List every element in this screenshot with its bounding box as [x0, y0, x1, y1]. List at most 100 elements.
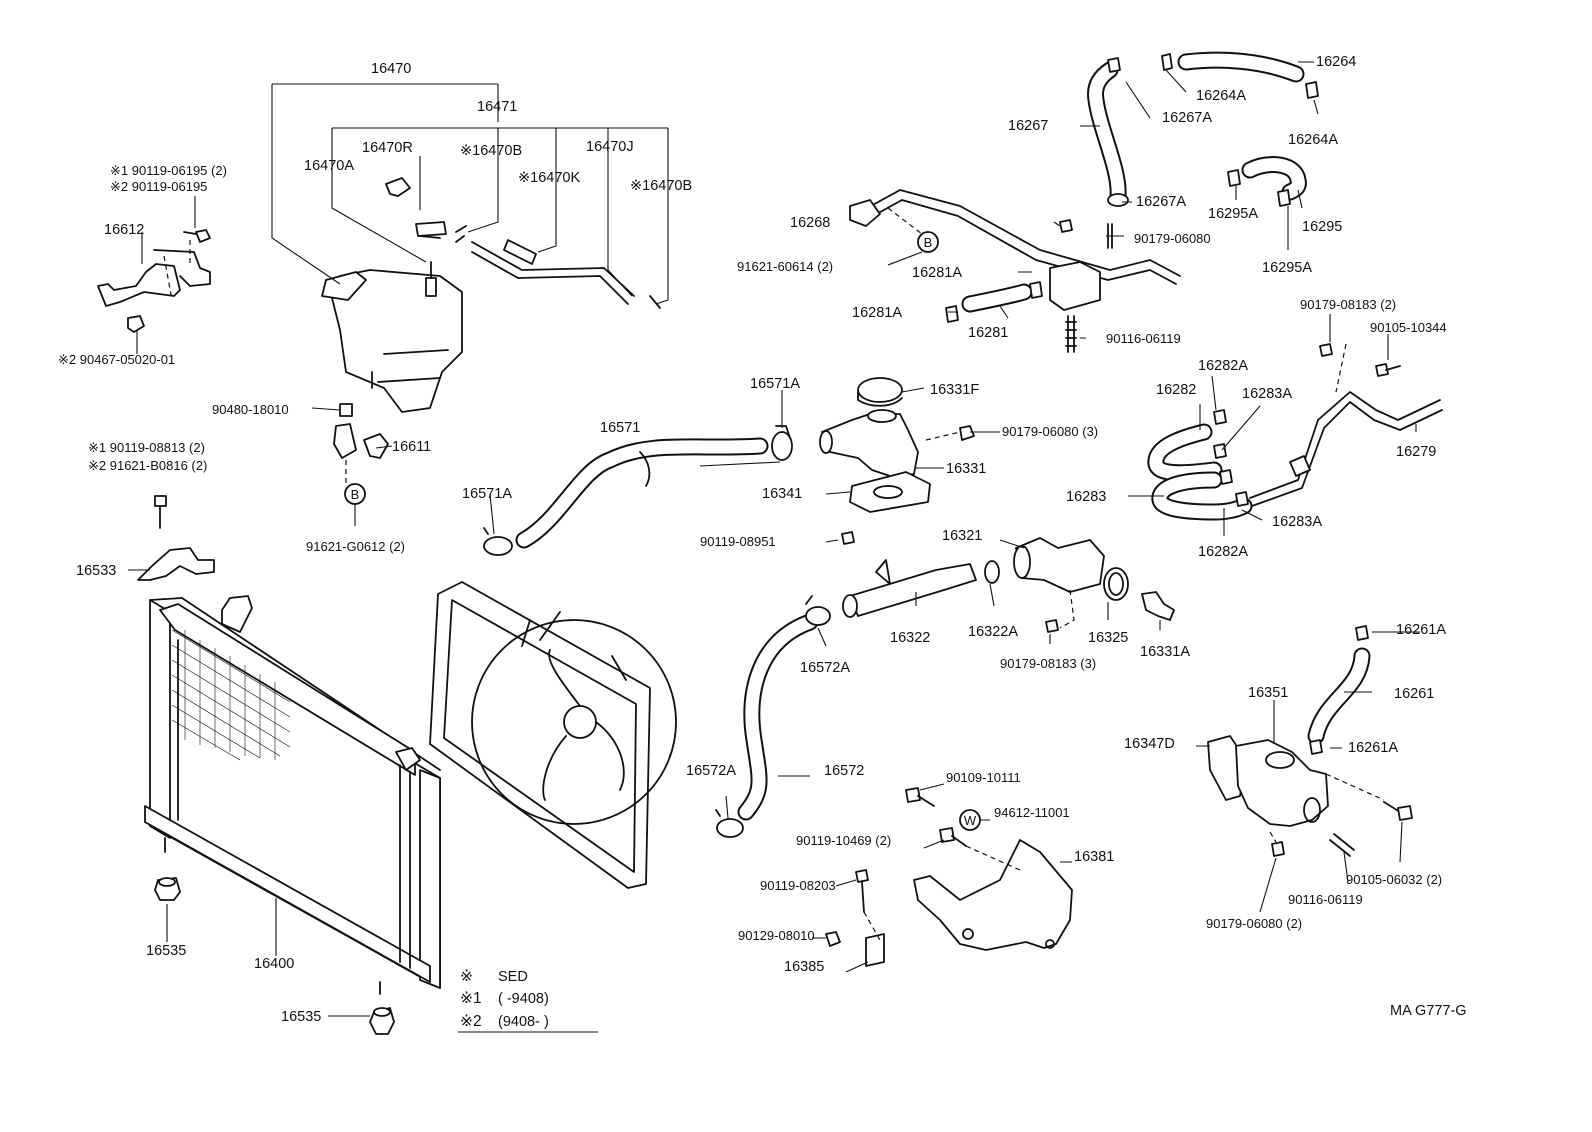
label-90116-06119-b: 90116-06119: [1288, 892, 1363, 907]
washer-mark-w: W: [964, 813, 977, 828]
mark-b-upper-text: B: [924, 235, 933, 250]
label-16535-a: 16535: [146, 943, 186, 959]
clamp-16571A-lower: [483, 527, 513, 556]
label-90109-10111: 90109-10111: [946, 770, 1021, 785]
label-16322: 16322: [890, 630, 930, 646]
label-16341: 16341: [762, 486, 802, 502]
hose-16571: [515, 437, 769, 549]
label-16470B-2: ※16470B: [630, 178, 692, 194]
legend: ※ SED ※1 ( -9408) ※2 (9408- ): [458, 968, 598, 1033]
clamp-16267A-top: [1107, 57, 1121, 73]
label-16347D: 16347D: [1124, 736, 1175, 752]
label-90179-08183-a: 90179-08183 (2): [1300, 297, 1396, 312]
label-16331F: 16331F: [930, 382, 979, 398]
thermostat-sensor-16331A: [1141, 591, 1175, 621]
label-90480-18010: 90480-18010: [212, 402, 289, 417]
label-91621-G0612: 91621-G0612 (2): [306, 539, 405, 554]
clamp-16295A: [1227, 169, 1291, 207]
hose-16282: [1147, 423, 1223, 482]
label-90179-06080-c: 90179-06080 (2): [1206, 916, 1302, 931]
label-16470J: 16470J: [586, 139, 634, 155]
label-90179-06080-a: 90179-06080: [1134, 231, 1211, 246]
clamp-16281A: [945, 281, 1043, 323]
bracket-16533: [137, 547, 215, 581]
mark-b-lower: B: [344, 483, 366, 505]
radiator-16400: [144, 595, 441, 995]
clamp-16572A-upper: [805, 595, 831, 626]
clamp-16261A: [1309, 625, 1369, 755]
label-16264A-2: 16264A: [1288, 132, 1338, 148]
water-inlet-16331: [819, 409, 919, 477]
label-16611: 16611: [392, 439, 431, 455]
mark-b-lower-text: B: [351, 487, 360, 502]
label-90119-08203: 90119-08203: [760, 878, 836, 893]
label-16381: 16381: [1074, 849, 1114, 865]
washer-94612-11001: W: [959, 809, 981, 831]
nut-90129-08010: [825, 931, 841, 947]
label-90129-08010: 90129-08010: [738, 928, 815, 943]
label-91621-60614: 91621-60614 (2): [737, 259, 833, 274]
label-16282A-2: 16282A: [1198, 544, 1248, 560]
gasket-16341: [849, 471, 931, 513]
bracket-16611: [333, 423, 389, 459]
label-16261A-2: 16261A: [1348, 740, 1398, 756]
bolt-90119-10469: [939, 827, 1021, 871]
label-90119-08813: ※1 90119-08813 (2): [88, 440, 205, 455]
label-16351: 16351: [1248, 685, 1288, 701]
label-90119-06195-a: ※1 90119-06195 (2): [110, 163, 227, 178]
label-16281: 16281: [968, 325, 1008, 341]
bolt-90105-10344: [1375, 363, 1401, 377]
label-16571: 16571: [600, 420, 640, 436]
clamp-16264A-left: [1161, 53, 1173, 71]
nut-90179-08183-2: [1319, 343, 1333, 357]
label-91621-B0816: ※2 91621-B0816 (2): [88, 458, 207, 473]
label-16267A-1: 16267A: [1162, 110, 1212, 126]
clamp-16283A: [1213, 443, 1249, 507]
label-16282A-1: 16282A: [1198, 358, 1248, 374]
bolt-90119-08203: [855, 869, 869, 913]
label-16571A-1: 16571A: [750, 376, 800, 392]
union-16268-bracket: [1049, 261, 1101, 311]
water-inlet-16351: [1235, 739, 1329, 827]
label-16295: 16295: [1302, 219, 1342, 235]
bolt-90105-06032: [1325, 773, 1413, 821]
label-16279: 16279: [1396, 444, 1436, 460]
stud-90116-06119-a: [1065, 315, 1077, 353]
cap-16331F: [857, 377, 903, 407]
hose-16281: [961, 283, 1033, 313]
legend-range1: ( -9408): [498, 991, 549, 1007]
label-16268: 16268: [790, 215, 830, 231]
hose-16470R: [385, 177, 411, 197]
hose-16283: [1151, 471, 1253, 521]
clamp-16572A-lower: [715, 809, 744, 838]
label-16295A-1: 16295A: [1208, 206, 1258, 222]
label-90119-06195-b: ※2 90119-06195: [110, 179, 207, 194]
label-94612-11001: 94612-11001: [994, 805, 1070, 820]
clip-16470B: [455, 225, 467, 243]
nut-90179-06080-2: [1269, 831, 1285, 857]
label-16264A-1: 16264A: [1196, 88, 1246, 104]
legend-range2: (9408- ): [498, 1014, 549, 1030]
label-90467-05020-01: ※2 90467-05020-01: [58, 352, 175, 367]
o-ring-16322A: [984, 560, 1000, 584]
label-16281A-2: 16281A: [852, 305, 902, 321]
label-16283: 16283: [1066, 489, 1106, 505]
clamp-16267A-bottom: [1107, 193, 1129, 207]
reserve-tank-16470A: [321, 261, 463, 413]
legend-sed: SED: [498, 969, 528, 985]
label-16533: 16533: [76, 563, 116, 579]
gasket-16325: [1103, 567, 1129, 601]
label-16261: 16261: [1394, 686, 1434, 702]
bolt-90119-08813: [154, 495, 167, 529]
fan-shroud: [429, 581, 677, 889]
nut-90467-05020-01: [127, 315, 145, 333]
label-16322A: 16322A: [968, 624, 1018, 640]
label-16281A-1: 16281A: [912, 265, 962, 281]
bracket-16612: [97, 240, 211, 307]
stud-90116-06119-b: [1329, 833, 1355, 857]
label-16325: 16325: [1088, 630, 1128, 646]
water-outlet-pipe-16322: [842, 559, 977, 618]
hose-16267: [1087, 61, 1127, 205]
label-16572A-2: 16572A: [686, 763, 736, 779]
